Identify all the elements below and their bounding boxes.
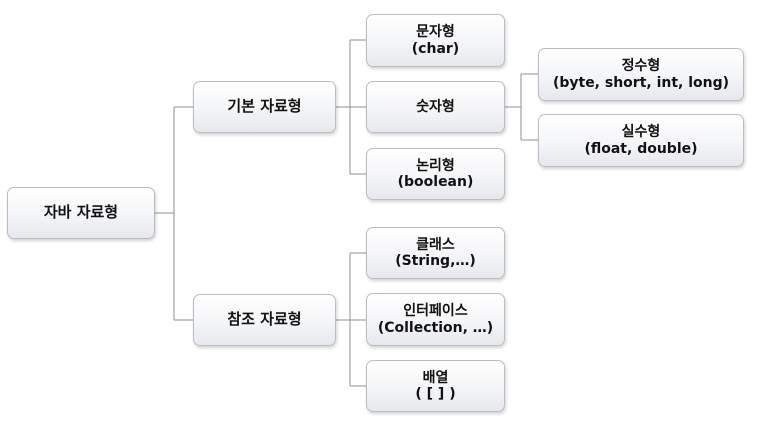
- node-class-type: 클래스 (String,…): [366, 227, 505, 279]
- node-boolean-type: 논리형 (boolean): [366, 148, 505, 200]
- node-sublabel: ( [ ] ): [415, 386, 456, 402]
- node-array-type: 배열 ( [ ] ): [366, 360, 505, 412]
- node-label: 실수형: [621, 124, 661, 141]
- node-label: 배열: [422, 369, 449, 386]
- node-java-types: 자바 자료형: [7, 187, 155, 239]
- node-label: 기본 자료형: [227, 97, 302, 116]
- node-label: 자바 자료형: [43, 203, 119, 222]
- node-sublabel: (String,…): [395, 253, 476, 269]
- node-numeric-type: 숫자형: [366, 81, 505, 133]
- node-integer-type: 정수형 (byte, short, int, long): [538, 48, 744, 101]
- node-label: 숫자형: [416, 98, 455, 115]
- node-interface-type: 인터페이스 (Collection, …): [366, 293, 505, 346]
- node-reference-types: 참조 자료형: [193, 294, 336, 346]
- node-sublabel: (Collection, …): [377, 319, 494, 336]
- node-label: 인터페이스: [403, 303, 468, 320]
- node-sublabel: (char): [411, 40, 460, 57]
- node-label: 정수형: [621, 58, 661, 75]
- node-sublabel: (byte, short, int, long): [552, 74, 730, 91]
- node-label: 클래스: [416, 236, 455, 253]
- node-sublabel: (float, double): [584, 140, 698, 157]
- node-label: 문자형: [416, 24, 455, 41]
- node-label: 논리형: [416, 157, 455, 174]
- node-char-type: 문자형 (char): [366, 14, 505, 67]
- node-primitive-types: 기본 자료형: [193, 81, 336, 133]
- node-label: 참조 자료형: [227, 310, 302, 329]
- node-real-type: 실수형 (float, double): [538, 114, 744, 167]
- node-sublabel: (boolean): [397, 174, 474, 190]
